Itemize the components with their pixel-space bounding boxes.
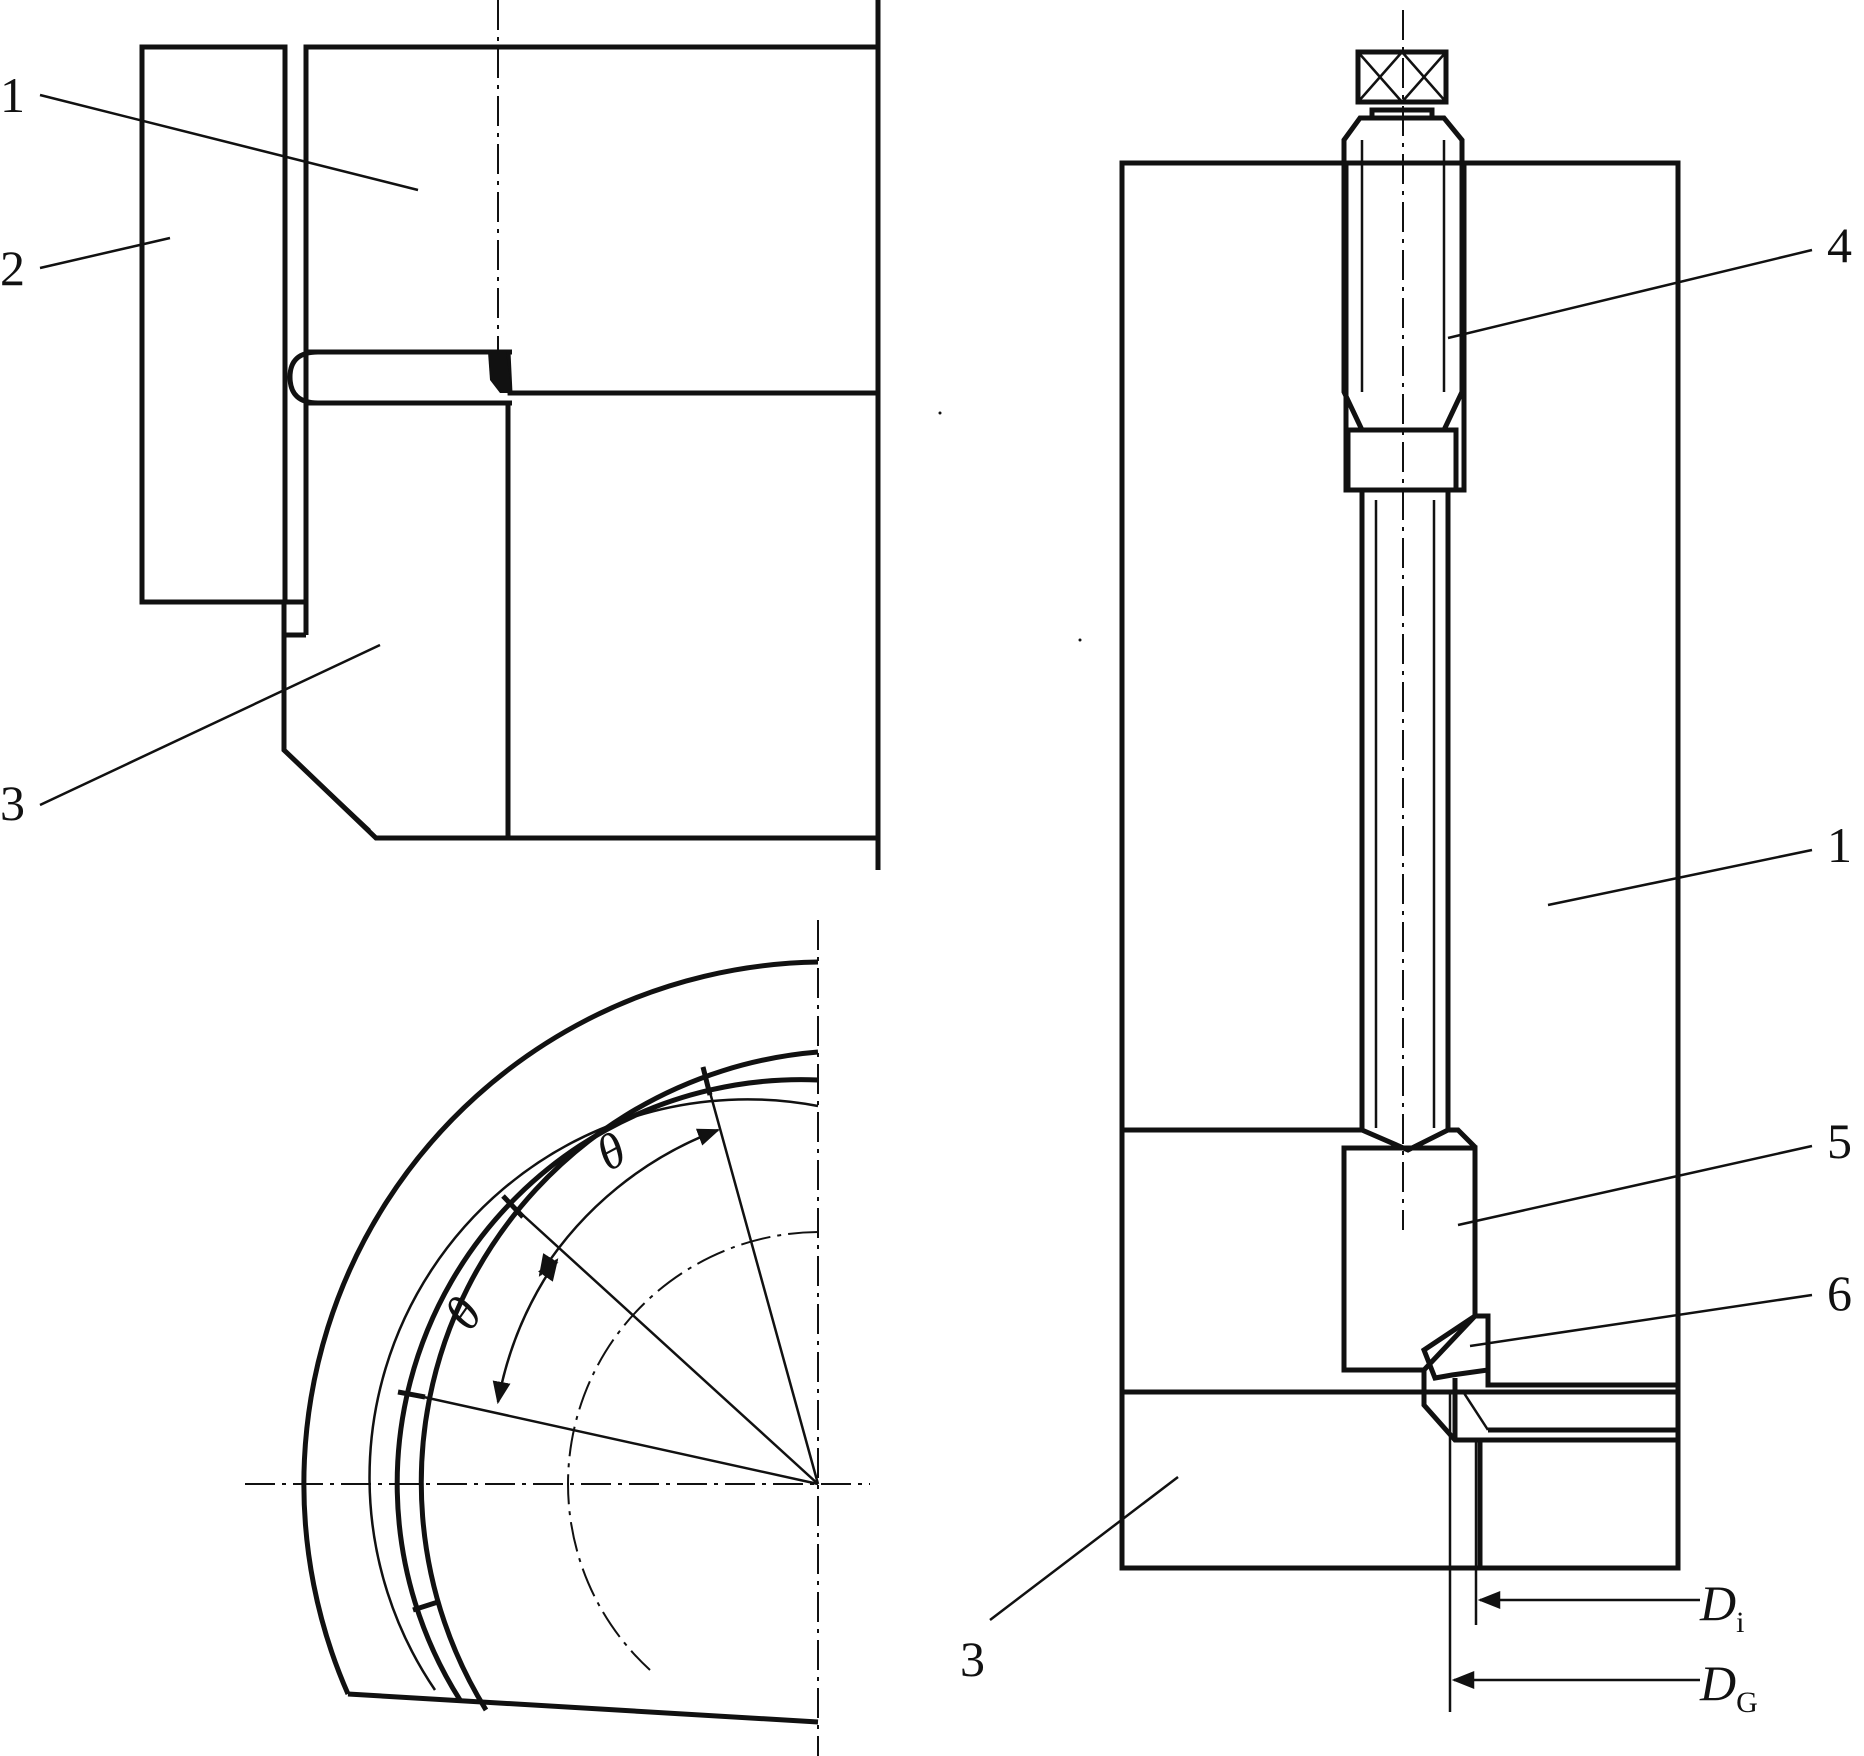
top-left-section-view: 1 2 3	[0, 0, 881, 870]
label-part-5: 5	[1827, 1113, 1852, 1169]
part-6-seal	[1420, 1313, 1491, 1381]
leader-3-top-left	[39, 643, 381, 807]
label-part-1-right: 1	[1827, 817, 1852, 873]
dim-di-sub: i	[1736, 1606, 1744, 1639]
leader-2	[39, 236, 171, 270]
groove-slot	[287, 349, 512, 406]
speck-2	[1078, 638, 1082, 642]
part-5-block	[1341, 1145, 1478, 1373]
plan-ring-arc-middle	[394, 1077, 819, 1702]
screw-head-cross-4	[1401, 51, 1447, 103]
label-part-1-top-left: 1	[0, 67, 25, 123]
dim-dg-label: DG	[1699, 1655, 1758, 1719]
plan-bottom-edge	[347, 1691, 819, 1725]
plan-ring-arc-outer	[418, 1049, 819, 1712]
label-part-3-right: 3	[960, 1631, 985, 1687]
leader-4	[1447, 248, 1813, 340]
dim-dg-main: D	[1699, 1655, 1736, 1711]
part-3-body	[281, 400, 511, 841]
segment-tick-3	[412, 1599, 439, 1613]
part-4-screw	[1341, 49, 1465, 1153]
dim-di-main: D	[1699, 1575, 1736, 1631]
angle-label-1: θ	[587, 1121, 635, 1182]
label-part-2: 2	[0, 240, 25, 296]
speck-1	[938, 411, 942, 415]
label-part-3-top-left: 3	[0, 775, 25, 831]
leader-1-right	[1547, 848, 1813, 907]
part-1-left-half	[1119, 160, 1365, 1133]
plan-inner-dashed-arc	[567, 1231, 819, 1671]
plan-ring-arc-inner	[368, 1098, 819, 1691]
seal-element	[488, 352, 512, 393]
angle-arc-2	[492, 1258, 559, 1405]
plan-outer-arc	[301, 959, 819, 1696]
dim-dg-sub: G	[1736, 1686, 1758, 1719]
chamfer-line	[289, 754, 371, 831]
bottom-left-plan-view: θ θ	[245, 920, 870, 1756]
angle-arc-1	[538, 1128, 721, 1277]
bore-outline	[505, 403, 878, 841]
dim-di-label: Di	[1699, 1575, 1744, 1639]
right-section-view: Di DG 4 1 5 6 3	[960, 10, 1852, 1719]
label-part-4: 4	[1827, 217, 1852, 273]
leader-1-top-left	[39, 93, 419, 192]
leader-3-right	[989, 1476, 1179, 1621]
label-part-6: 6	[1827, 1265, 1852, 1321]
right-outer-frame	[1119, 160, 1681, 1571]
right-lower-outline	[1480, 1437, 1681, 1571]
part-2-step	[142, 599, 306, 638]
part-2-body	[139, 44, 288, 605]
screw-head-cross-2	[1357, 51, 1403, 103]
part-1-body	[303, 44, 881, 396]
gap-channel-diag	[1460, 1389, 1490, 1431]
radial-line-3	[409, 1392, 819, 1486]
leader-5	[1457, 1144, 1813, 1227]
screw-shank	[1359, 487, 1451, 1153]
leader-6	[1469, 1293, 1813, 1348]
radial-line-1	[701, 1066, 820, 1485]
